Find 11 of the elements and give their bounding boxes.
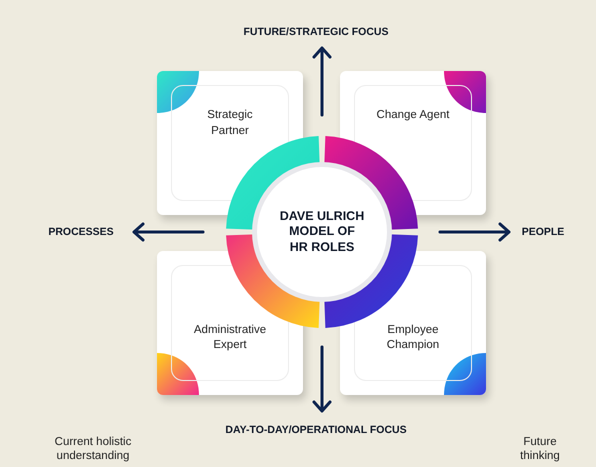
axis-label: DAY-TO-DAY/OPERATIONAL FOCUS bbox=[225, 424, 407, 436]
axis-label: PROCESSES bbox=[48, 226, 114, 238]
role-label: Strategic Partner bbox=[206, 108, 254, 139]
axis-label: PEOPLE bbox=[522, 226, 564, 238]
role-label: Administrative Expert bbox=[192, 322, 268, 354]
note-text: Current holistic understanding bbox=[54, 435, 132, 464]
note-text: Future thinking bbox=[519, 435, 561, 464]
role-label: Employee Champion bbox=[386, 322, 440, 354]
center-title: DAVE ULRICH MODEL OF HR ROLES bbox=[279, 208, 365, 256]
axis-label: FUTURE/STRATEGIC FOCUS bbox=[243, 26, 389, 38]
role-label: Change Agent bbox=[376, 108, 450, 123]
